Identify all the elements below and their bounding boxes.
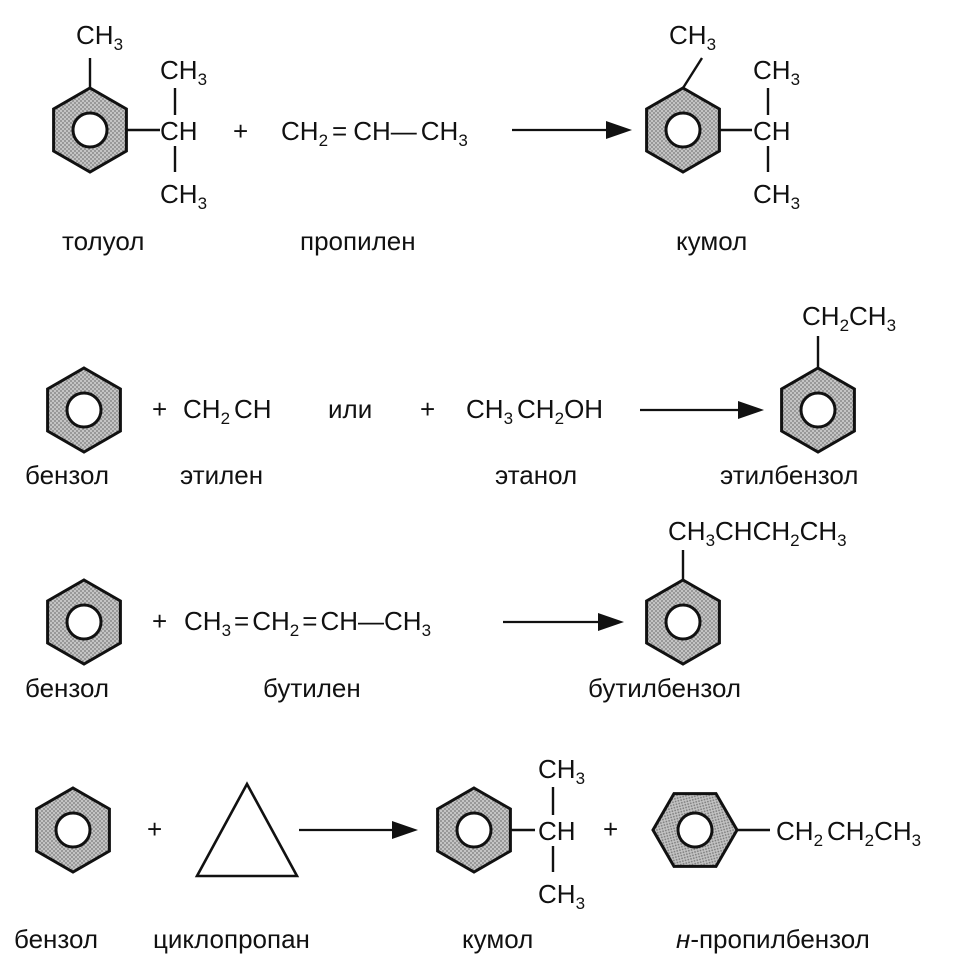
benzene-ring-icon	[651, 792, 739, 868]
cumene-molecule: CH3 CH CH3 кумол	[436, 754, 585, 954]
benzene-ring-icon	[46, 366, 122, 454]
plus-sign: +	[152, 606, 167, 636]
toluene-branch-bottom: CH3	[160, 179, 207, 213]
reaction-4: бензол + циклопропан CH3 CH CH3 кумол +	[14, 754, 921, 954]
toluene-label: толуол	[62, 226, 144, 256]
benzene-ring-icon	[436, 786, 512, 874]
benzene-molecule: бензол	[25, 578, 122, 703]
cumene-label: кумол	[462, 924, 533, 954]
propylene-label: пропилен	[300, 226, 416, 256]
benzene-ring-icon	[645, 578, 721, 666]
benzene-ring-icon	[645, 86, 721, 174]
cyclopropane-molecule: циклопропан	[153, 781, 310, 954]
svg-text:CH2CH: CH2CH	[183, 394, 272, 428]
benzene-ring-icon	[52, 86, 128, 174]
svg-text:CH3=CH2=CH—CH3: CH3=CH2=CH—CH3	[184, 606, 431, 640]
cumene-branch-ch: CH	[538, 816, 576, 846]
reaction-1: CH3 CH3 CH CH3 толуол + CH2=CH—CH3 пропи…	[52, 20, 800, 256]
plus-sign: +	[233, 116, 248, 146]
propylene-formula: CH2=CH—CH3 пропилен	[281, 116, 468, 256]
butyl-group: CH3CHCH2CH3	[668, 516, 847, 550]
butylbenzene-label: бутилбензол	[588, 673, 741, 703]
benzene-label: бензол	[25, 673, 109, 703]
cumene-molecule: CH3 CH3 CH CH3 кумол	[645, 20, 800, 256]
ethanol-label: этанол	[495, 460, 577, 490]
reaction-arrow-icon	[503, 613, 624, 631]
ethylbenzene-label: этилбензол	[720, 460, 858, 490]
cyclopropane-label: циклопропан	[153, 924, 310, 954]
cumene-branch-top: CH3	[753, 55, 800, 89]
plus-sign: +	[152, 394, 167, 424]
ethylene-label: этилен	[180, 460, 263, 490]
reaction-arrow-icon	[512, 121, 632, 139]
butylene-formula: CH3=CH2=CH—CH3 бутилен	[184, 606, 431, 703]
cumene-branch-ch: CH	[753, 116, 791, 146]
n-propylbenzene-label: н-пропилбензол	[676, 924, 870, 954]
butylbenzene-molecule: CH3CHCH2CH3 бутилбензол	[588, 516, 847, 703]
benzene-molecule: бензол	[14, 786, 111, 954]
butylene-label: бутилен	[263, 673, 361, 703]
cumene-branch-top: CH3	[538, 754, 585, 788]
toluene-methyl-group: CH3	[76, 20, 123, 54]
ethylbenzene-molecule: CH2CH3 этилбензол	[720, 301, 896, 490]
benzene-label: бензол	[25, 460, 109, 490]
toluene-molecule: CH3 CH3 CH CH3 толуол	[52, 20, 207, 256]
reaction-arrow-icon	[299, 821, 418, 839]
or-word: или	[328, 394, 372, 424]
ethyl-group: CH2CH3	[802, 301, 896, 335]
benzene-label: бензол	[14, 924, 98, 954]
svg-text:CH2=CH—CH3: CH2=CH—CH3	[281, 116, 468, 150]
toluene-branch-top: CH3	[160, 55, 207, 89]
benzene-ring-icon	[46, 578, 122, 666]
cumene-branch-bottom: CH3	[538, 879, 585, 913]
plus-sign: +	[420, 394, 435, 424]
benzene-ring-icon	[35, 786, 111, 874]
triangle-icon	[194, 781, 300, 878]
cumene-methyl-group: CH3	[669, 20, 716, 54]
benzene-molecule: бензол	[25, 366, 122, 490]
cumene-branch-bottom: CH3	[753, 179, 800, 213]
reaction-3: бензол + CH3=CH2=CH—CH3 бутилен CH3CHCH2…	[25, 516, 847, 703]
reaction-arrow-icon	[640, 401, 764, 419]
cumene-label: кумол	[676, 226, 747, 256]
benzene-ring-icon	[780, 366, 856, 454]
plus-sign: +	[603, 814, 618, 844]
plus-sign: +	[147, 814, 162, 844]
toluene-branch-ch: CH	[160, 116, 198, 146]
